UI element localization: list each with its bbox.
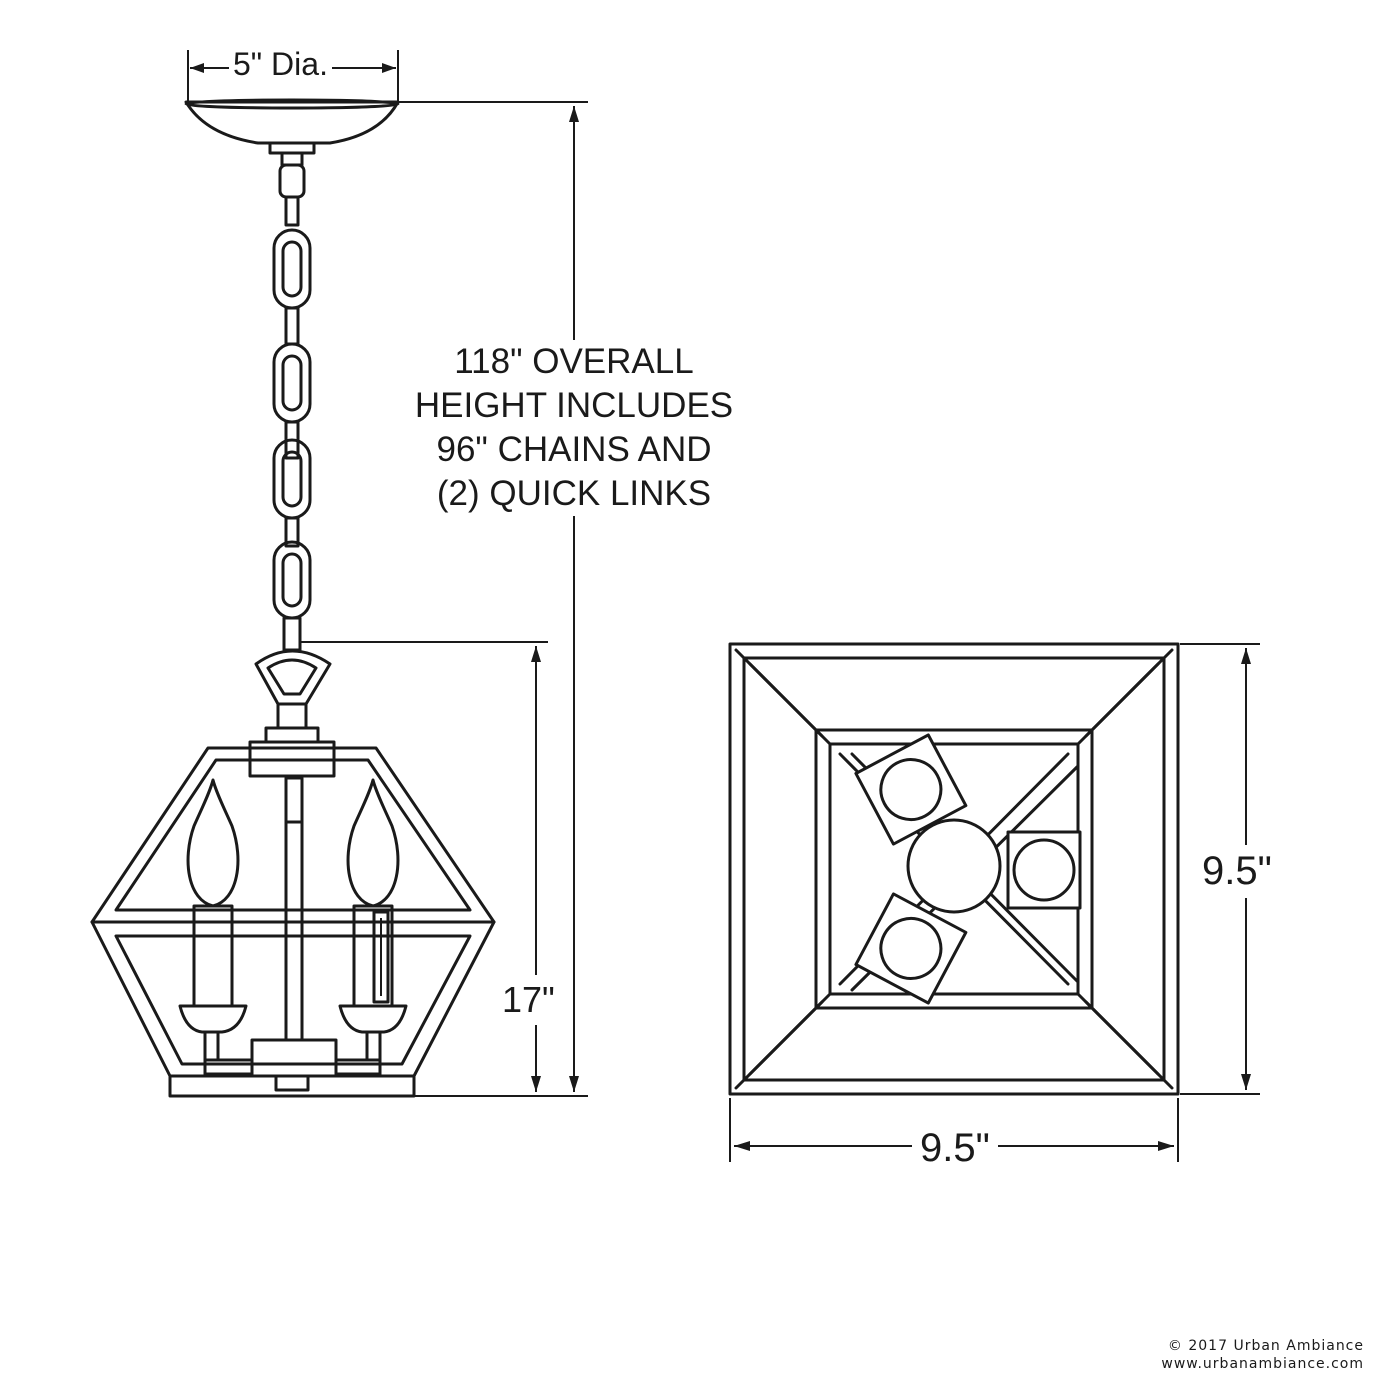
candle-cluster xyxy=(178,778,408,1092)
ceiling-canopy xyxy=(184,98,400,167)
top-width-label: 9.5" xyxy=(912,1126,998,1171)
height-dimensions xyxy=(300,101,588,1097)
copyright-text: © 2017 Urban Ambiance xyxy=(1167,1338,1364,1354)
website-text: www.urbanambiance.com xyxy=(1161,1356,1364,1372)
fixture-height-label: 17" xyxy=(500,975,557,1025)
note-line-4: (2) QUICK LINKS xyxy=(436,474,712,513)
note-line-1: 118" OVERALL xyxy=(454,342,694,381)
lantern-frame xyxy=(90,746,496,1098)
chain xyxy=(272,163,312,652)
copyright-notice: © 2017 Urban Ambiance www.urbanambiance.… xyxy=(1161,1337,1364,1373)
note-line-2: HEIGHT INCLUDES xyxy=(414,386,734,425)
canopy-diameter-label: 5" Dia. xyxy=(229,46,332,83)
top-depth-label: 9.5" xyxy=(1200,845,1274,898)
note-line-3: 96" CHAINS AND xyxy=(436,430,712,469)
top-view xyxy=(728,642,1180,1096)
lantern-loop xyxy=(248,649,336,778)
overall-height-note: 118" OVERALL HEIGHT INCLUDES 96" CHAINS … xyxy=(386,340,762,516)
